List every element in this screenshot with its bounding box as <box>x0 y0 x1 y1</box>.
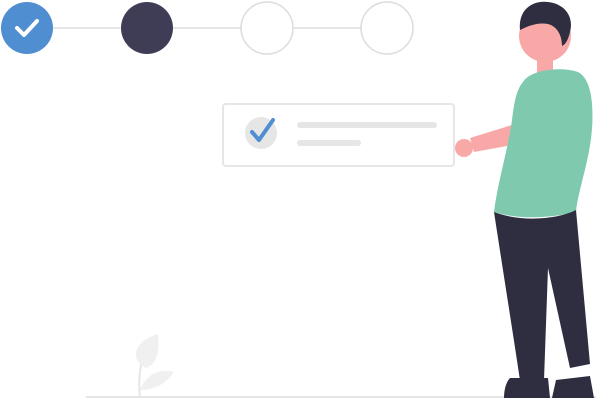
check-icon <box>250 118 275 142</box>
ground-line <box>86 396 596 398</box>
step-4-upcoming[interactable] <box>360 1 414 55</box>
person-illustration <box>455 1 594 398</box>
pointing-hand <box>455 139 473 157</box>
progress-stepper <box>1 1 414 55</box>
task-card[interactable] <box>222 103 455 167</box>
task-subtitle-placeholder <box>297 140 361 146</box>
leaf-icon <box>135 334 159 368</box>
step-2-current[interactable] <box>121 2 173 54</box>
person-shoe <box>552 376 594 398</box>
leaf-icon <box>140 370 174 390</box>
person-pants <box>494 210 590 380</box>
step-3-upcoming[interactable] <box>240 1 294 55</box>
check-icon <box>15 19 39 37</box>
person-hair <box>519 1 572 46</box>
person-shirt <box>494 69 593 218</box>
person-shoe <box>504 378 550 398</box>
plant-illustration <box>135 334 174 399</box>
step-1-completed[interactable] <box>1 2 53 54</box>
task-title-placeholder <box>297 122 437 128</box>
